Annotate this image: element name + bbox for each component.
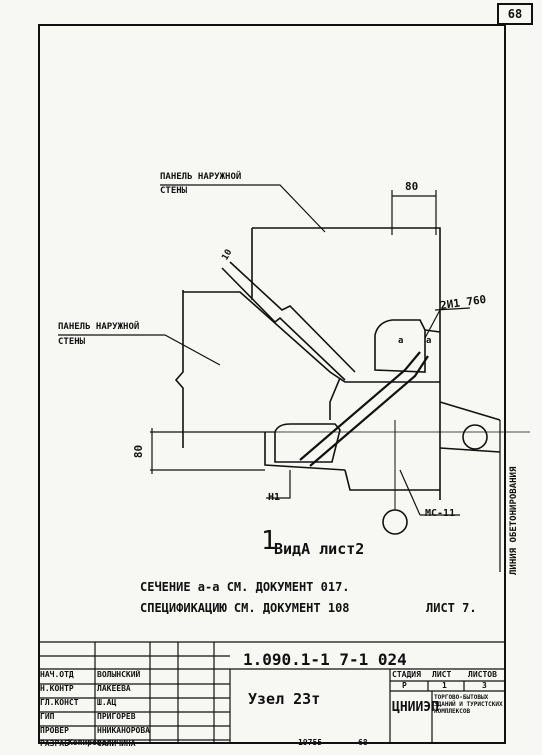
- sheets-header: ЛИСТОВ: [468, 670, 497, 679]
- footer-copied: Копировал: [68, 738, 112, 747]
- role-title: Н.КОНТР: [40, 684, 74, 693]
- label-n1: Н1: [268, 492, 281, 503]
- dimension-80-top: 80: [405, 180, 419, 193]
- role-name: САЛИЧИНА: [97, 739, 136, 748]
- document-code: 1.090.1-1 7-1 024: [243, 650, 407, 669]
- label-concrete-line: ЛИНИЯ ОБЕТОНИРОВАНИЯ: [509, 466, 519, 575]
- left-panel-outline: [174, 290, 184, 448]
- organization: ЦНИИЭП: [392, 700, 439, 715]
- footer-archive: 19755: [298, 738, 323, 747]
- lower-embed: [274, 423, 341, 463]
- label-outer-panel-left: ПАНЕЛЬ НАРУЖНОЙ: [58, 322, 140, 332]
- view-a-label: ВидА лист2: [274, 540, 365, 558]
- label-mc11: МС-11: [425, 508, 456, 519]
- label-outer-panel-top: ПАНЕЛЬ НАРУЖНОЙ: [160, 172, 242, 182]
- view-a-number: 1: [261, 526, 277, 556]
- section-mark-a-1: а: [398, 336, 404, 346]
- label-outer-panel-left-2: СТЕНЫ: [58, 337, 86, 347]
- stage-value: Р: [402, 681, 407, 690]
- note-sheet: ЛИСТ 7.: [426, 601, 477, 615]
- organization-description: ТОРГОВО-БЫТОВЫХ ЗДАНИЙ И ТУРИСТСКИХ КОМП…: [434, 694, 503, 715]
- role-name: Ш.АЦ: [97, 698, 117, 707]
- role-title: ГЛ.КОНСТ: [40, 698, 79, 707]
- role-title: ГИП: [40, 712, 55, 721]
- anchor-rod: [299, 351, 429, 467]
- document-title: Узел 23т: [248, 690, 321, 708]
- role-name: ЛАКЕЕВА: [97, 684, 131, 693]
- dimension-80-left: 80: [132, 444, 146, 459]
- page-number: 68: [497, 3, 533, 25]
- role-title: ПРОВЕР: [40, 726, 69, 735]
- footer-number: 68: [358, 738, 368, 747]
- title-block: 1.090.1-1 7-1 024 Узел 23т СТАДИЯ ЛИСТ Л…: [38, 642, 506, 748]
- diagonal-bracket: [221, 261, 356, 381]
- role-title: РАЗРАБ: [40, 739, 69, 748]
- stage-header: СТАДИЯ: [392, 670, 421, 679]
- note-section: СЕЧЕНИЕ а-а СМ. ДОКУМЕНТ 017.: [140, 580, 350, 594]
- role-name: ПРИГОРЕВ: [97, 712, 136, 721]
- section-mark-a-2: а: [426, 336, 432, 346]
- role-name: ВОЛЫНСКИЙ: [97, 670, 141, 679]
- sheet-value: 1: [442, 681, 447, 690]
- role-name: ННИКАНОРОВА: [97, 726, 150, 735]
- sheet-header: ЛИСТ: [432, 670, 452, 679]
- sheets-value: 3: [482, 681, 487, 690]
- upper-embed: [374, 319, 426, 373]
- role-title: НАЧ.ОТД: [40, 670, 74, 679]
- drawing-frame: [38, 24, 506, 744]
- upper-panel-outline: [251, 227, 441, 500]
- note-specification: СПЕЦИФИКАЦИЮ СМ. ДОКУМЕНТ 108: [140, 601, 350, 615]
- label-outer-panel-top-2: СТЕНЫ: [160, 186, 188, 196]
